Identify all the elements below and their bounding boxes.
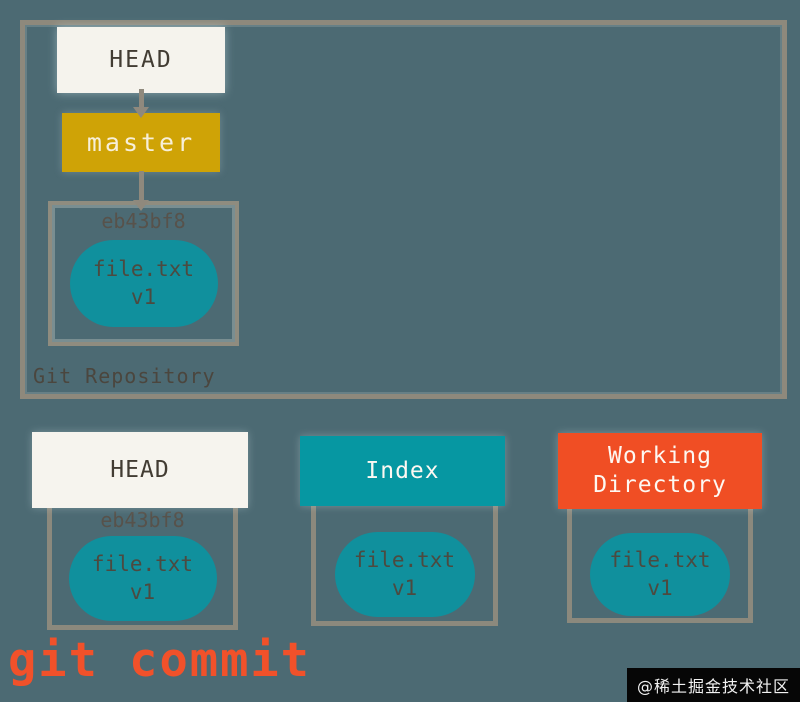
head-pointer-label: HEAD [109,47,173,73]
commit-hash: eb43bf8 [101,209,186,233]
git-repository-frame: Git Repository [20,20,787,399]
file-blob: file.txt v1 [334,532,475,617]
file-version: v1 [129,579,156,604]
file-name: file.txt [353,548,456,573]
file-name: file.txt [91,552,194,577]
file-name: file.txt [609,548,711,573]
head-area-box: eb43bf8 file.txt v1 [47,500,238,630]
index-area-header: Index [300,436,505,506]
file-version: v1 [391,575,418,600]
file-version: v1 [130,284,157,309]
file-blob: file.txt v1 [68,536,217,621]
caption-git-commit: git commit [8,633,311,688]
file-name: file.txt [92,257,195,282]
watermark: @稀土掘金技术社区 [626,668,800,702]
arrow-down-icon [133,200,149,211]
file-blob: file.txt v1 [69,240,218,327]
head-area-commit-hash: eb43bf8 [100,508,185,532]
commit-box: eb43bf8 file.txt v1 [48,201,239,346]
file-blob: file.txt v1 [590,533,730,616]
arrow-line [138,89,144,107]
arrow-line [138,171,144,200]
arrow-head-to-master [133,89,149,118]
arrow-down-icon [133,107,149,118]
index-area-title: Index [365,457,440,484]
index-area-box: file.txt v1 [311,500,498,626]
file-version: v1 [647,575,673,600]
arrow-master-to-commit [133,171,149,211]
working-directory-area-header: Working Directory [558,433,762,509]
git-repository-label: Git Repository [33,364,216,388]
working-directory-area-box: file.txt v1 [567,500,753,623]
head-area-header: HEAD [32,432,248,508]
master-branch-label: master [86,128,196,157]
head-area-title: HEAD [110,456,170,483]
working-directory-area-title: Working Directory [593,443,727,498]
master-branch-box: master [62,113,220,172]
head-pointer-box: HEAD [57,27,225,93]
